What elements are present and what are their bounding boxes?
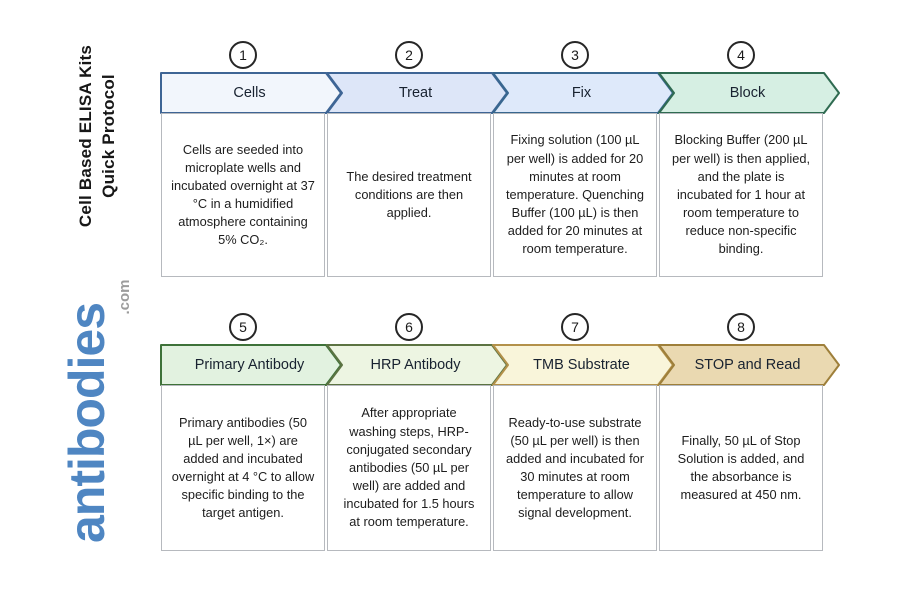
step-arrow: Primary Antibody xyxy=(160,344,343,386)
step-number-badge: 6 xyxy=(395,313,423,341)
step-number-badge: 2 xyxy=(395,41,423,69)
step-number: 5 xyxy=(239,319,247,335)
step-label: Cells xyxy=(233,85,266,101)
chevron-arrow-shape xyxy=(658,344,840,386)
step-label: Treat xyxy=(398,85,433,101)
step-number-badge: 1 xyxy=(229,41,257,69)
step-description-box: Finally, 50 µL of Stop Solution is added… xyxy=(659,385,823,551)
step-arrow: Treat xyxy=(326,72,509,114)
step-description-box: After appropriate washing steps, HRP-con… xyxy=(327,385,491,551)
step-description: Finally, 50 µL of Stop Solution is added… xyxy=(677,432,805,503)
step-number: 8 xyxy=(737,319,745,335)
step-arrow: HRP Antibody xyxy=(326,344,509,386)
step-arrow: STOP and Read xyxy=(658,344,841,386)
step-description-box: Cells are seeded into microplate wells a… xyxy=(161,113,325,277)
step-number-badge: 5 xyxy=(229,313,257,341)
step-number: 7 xyxy=(571,319,579,335)
step-arrow: Cells xyxy=(160,72,343,114)
step-description: After appropriate washing steps, HRP-con… xyxy=(343,405,475,530)
step-number-badge: 4 xyxy=(727,41,755,69)
step-description: Primary antibodies (50 µL per well, 1×) … xyxy=(171,414,315,521)
step-arrow: Block xyxy=(658,72,841,114)
step-number: 3 xyxy=(571,47,579,63)
step-arrow: TMB Substrate xyxy=(492,344,675,386)
step-label: Fix xyxy=(571,85,592,101)
step-label: Primary Antibody xyxy=(194,357,305,373)
step-number-badge: 8 xyxy=(727,313,755,341)
step-description: Ready-to-use substrate (50 µL per well) … xyxy=(505,414,645,521)
step-number-badge: 3 xyxy=(561,41,589,69)
step-label: Block xyxy=(729,85,766,101)
step-number: 6 xyxy=(405,319,413,335)
step-description: Blocking Buffer (200 µL per well) is the… xyxy=(672,132,810,257)
step-description-box: Blocking Buffer (200 µL per well) is the… xyxy=(659,113,823,277)
step-label: HRP Antibody xyxy=(370,357,461,373)
brand-logo-suffix: .com xyxy=(116,279,133,315)
step-number: 2 xyxy=(405,47,413,63)
page-title-line1: Cell Based ELISA Kits xyxy=(76,44,95,228)
step-number-badge: 7 xyxy=(561,313,589,341)
step-description-box: Primary antibodies (50 µL per well, 1×) … xyxy=(161,385,325,551)
step-number: 4 xyxy=(737,47,745,63)
step-description-box: Ready-to-use substrate (50 µL per well) … xyxy=(493,385,657,551)
step-description: Cells are seeded into microplate wells a… xyxy=(171,141,315,248)
page-title: Cell Based ELISA Kits Quick Protocol xyxy=(75,36,123,236)
step-label: STOP and Read xyxy=(694,357,801,373)
step-description: The desired treatment conditions are the… xyxy=(346,168,472,221)
step-description-box: Fixing solution (100 µL per well) is add… xyxy=(493,113,657,277)
page-title-line2: Quick Protocol xyxy=(98,74,118,198)
step-description-box: The desired treatment conditions are the… xyxy=(327,113,491,277)
step-label: TMB Substrate xyxy=(533,357,630,373)
chevron-arrow-shape xyxy=(658,72,840,114)
step-arrow: Fix xyxy=(492,72,675,114)
step-number: 1 xyxy=(239,47,247,63)
brand-logo: antibodies xyxy=(59,302,115,544)
step-description: Fixing solution (100 µL per well) is add… xyxy=(505,132,644,257)
